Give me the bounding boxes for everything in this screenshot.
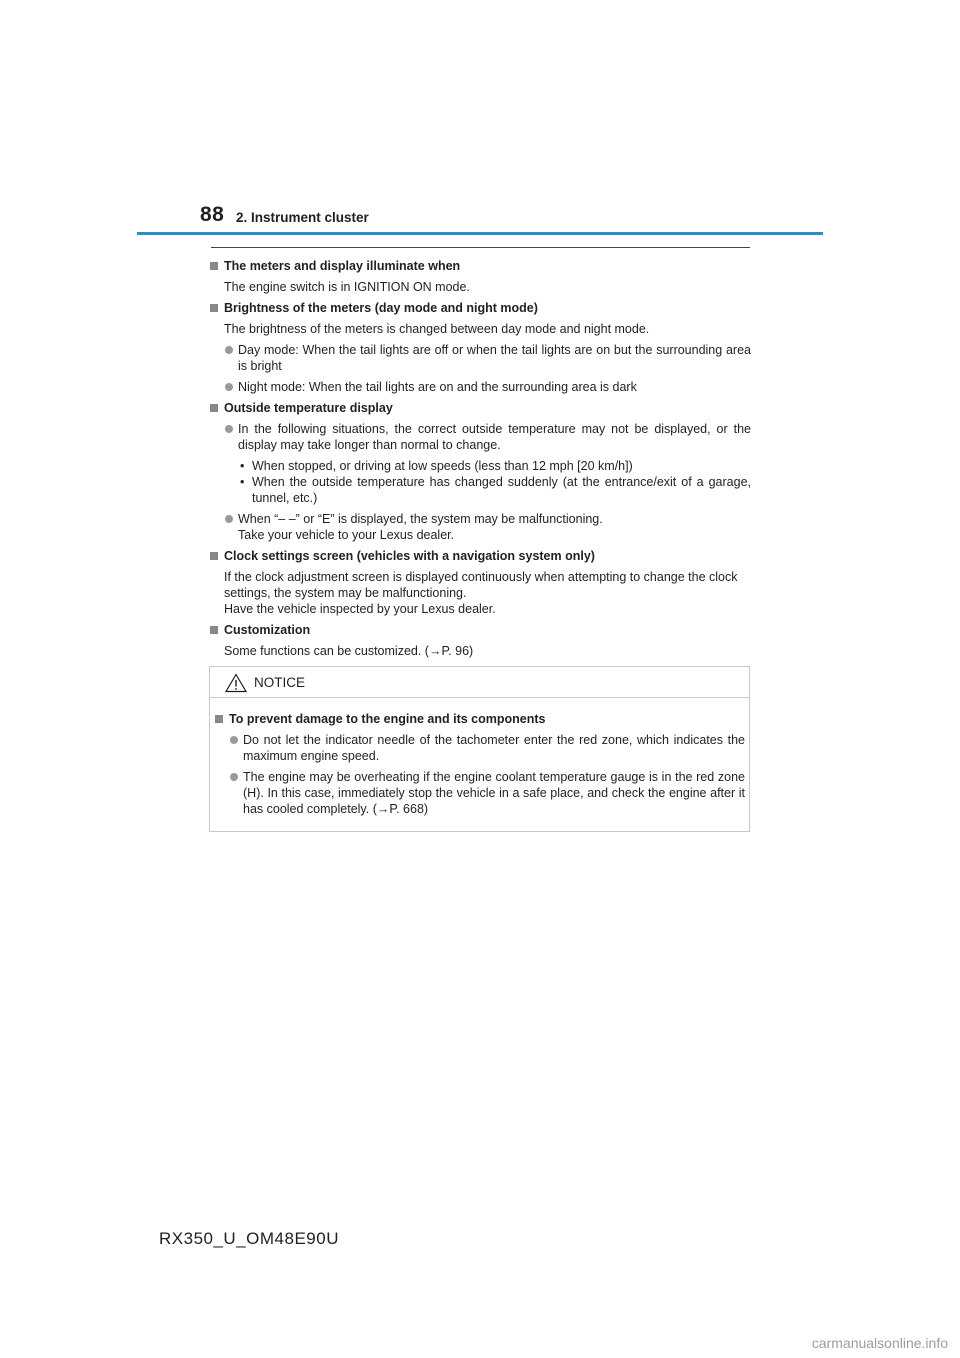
notice-header: NOTICE [210,667,749,698]
section-heading: Outside temperature display [210,400,751,416]
sub-list-item: •When stopped, or driving at low speeds … [240,459,633,473]
square-bullet-icon [210,552,218,560]
paragraph: Some functions can be customized. (→P. 9… [224,644,474,658]
section-heading: Clock settings screen (vehicles with a n… [210,548,751,564]
paragraph: If the clock adjustment screen is displa… [224,570,738,616]
circle-bullet-icon [225,515,233,523]
watermark: carmanualsonline.info [811,1335,948,1351]
square-bullet-icon [210,626,218,634]
list-item: When “– –” or “E” is displayed, the syst… [210,511,751,543]
notice-list-item: The engine may be overheating if the eng… [215,769,745,817]
list-item: In the following situations, the correct… [210,421,751,453]
circle-bullet-icon [225,346,233,354]
section-heading: Brightness of the meters (day mode and n… [210,300,751,316]
section-heading: Customization [210,622,751,638]
square-bullet-icon [210,404,218,412]
paragraph: The brightness of the meters is changed … [224,322,650,336]
paragraph: The engine switch is in IGNITION ON mode… [224,280,470,294]
list-item: Day mode: When the tail lights are off o… [210,342,751,374]
notice-list-item: Do not let the indicator needle of the t… [215,732,745,764]
list-item: Night mode: When the tail lights are on … [210,379,751,395]
notice-heading: To prevent damage to the engine and its … [215,711,745,727]
document-code: RX350_U_OM48E90U [159,1229,339,1248]
circle-bullet-icon [230,736,238,744]
section-heading: The meters and display illuminate when [210,258,751,274]
header-rule [137,232,823,235]
warning-triangle-icon [225,673,247,693]
content: The meters and display illuminate when T… [210,258,751,659]
chapter-title: 2. Instrument cluster [236,210,369,225]
circle-bullet-icon [225,383,233,391]
page-number: 88 [200,203,225,226]
notice-body: To prevent damage to the engine and its … [215,711,745,817]
dot-bullet-icon: • [240,459,245,473]
circle-bullet-icon [225,425,233,433]
notice-box: NOTICE To prevent damage to the engine a… [209,666,750,832]
content-rule [211,247,750,248]
square-bullet-icon [210,304,218,312]
circle-bullet-icon [230,773,238,781]
square-bullet-icon [210,262,218,270]
notice-title: NOTICE [254,675,306,690]
sub-list-item: •When the outside temperature has change… [240,475,751,505]
square-bullet-icon [215,715,223,723]
dot-bullet-icon: • [240,475,245,489]
